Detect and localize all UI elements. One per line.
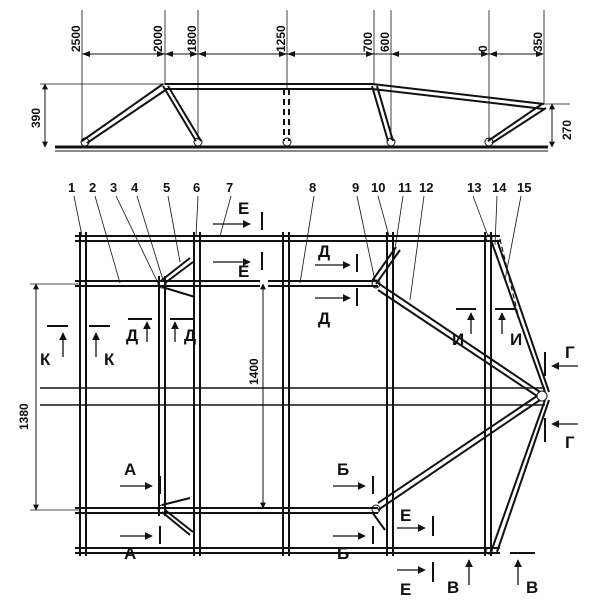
section-e-top: Е — [238, 199, 249, 218]
section-a-upper: А — [124, 460, 136, 479]
section-markers: Е Е Д Д Д Д К К — [40, 199, 578, 599]
callout-2: 2 — [89, 180, 96, 195]
section-k-2: К — [104, 350, 115, 369]
callout-7: 7 — [226, 180, 233, 195]
top-dimension-chain — [81, 10, 545, 140]
section-k-1: К — [40, 350, 51, 369]
side-top-rail — [165, 83, 545, 110]
section-g-1: Г — [565, 343, 575, 362]
plan-cross-members — [79, 232, 492, 556]
side-view: 2500 2000 1800 1250 700 600 0 350 390 27… — [29, 10, 574, 152]
callout-6: 6 — [193, 180, 200, 195]
nose-joint — [536, 390, 548, 402]
callout-14: 14 — [492, 180, 507, 195]
callout-11: 11 — [398, 180, 412, 195]
dim-height-270: 270 — [560, 120, 574, 140]
section-d-left-2: Д — [184, 326, 196, 345]
part-callouts: 1 2 3 4 5 6 7 8 9 10 11 12 13 14 15 — [68, 180, 531, 301]
callout-12: 12 — [419, 180, 433, 195]
callout-5: 5 — [163, 180, 170, 195]
section-d-upper: Д — [318, 242, 330, 261]
dim-0: 0 — [476, 45, 490, 52]
plan-dimensions: 1380 1400 — [17, 283, 266, 511]
callout-15: 15 — [517, 180, 531, 195]
callout-1: 1 — [68, 180, 75, 195]
section-i-1: И — [452, 330, 464, 349]
height-dimensions: 390 270 — [29, 83, 574, 148]
dim-1400: 1400 — [247, 358, 261, 385]
callout-10: 10 — [371, 180, 385, 195]
dim-height-390: 390 — [29, 108, 43, 128]
callout-3: 3 — [110, 180, 117, 195]
section-e-mid: Е — [238, 262, 249, 281]
section-d-lower: Д — [318, 309, 330, 328]
section-g-2: Г — [565, 433, 575, 452]
plan-longitudinal-rails — [75, 235, 500, 554]
section-a-lower: А — [124, 544, 136, 563]
callout-13: 13 — [467, 180, 481, 195]
dim-1250: 1250 — [274, 25, 288, 52]
plan-corner-braces — [157, 234, 493, 555]
callout-8: 8 — [309, 180, 316, 195]
dim-700: 700 — [361, 32, 375, 52]
callout-4: 4 — [131, 180, 139, 195]
plan-diagonal-braces — [377, 238, 550, 553]
section-b-lower: Б — [337, 544, 349, 563]
dim-1380: 1380 — [17, 403, 31, 430]
section-b-upper: Б — [337, 460, 349, 479]
dim-2000: 2000 — [151, 25, 165, 52]
section-i-2: И — [510, 330, 522, 349]
side-struts — [81, 83, 547, 144]
plan-centre-beam — [40, 387, 545, 406]
dim-1800: 1800 — [185, 25, 199, 52]
section-e-right: Е — [400, 506, 411, 525]
dim-600: 600 — [378, 32, 392, 52]
top-dimension-labels: 2500 2000 1800 1250 700 600 0 350 — [69, 25, 545, 52]
section-d-left-1: Д — [126, 326, 138, 345]
plan-view: 1 2 3 4 5 6 7 8 9 10 11 12 13 14 15 — [17, 180, 578, 599]
section-v-2: В — [526, 578, 538, 597]
section-e-bottom: Е — [400, 580, 411, 599]
side-joints — [80, 137, 494, 147]
dim-350: 350 — [531, 32, 545, 52]
section-v-1: В — [447, 578, 459, 597]
callout-9: 9 — [352, 180, 359, 195]
dim-2500: 2500 — [69, 25, 83, 52]
